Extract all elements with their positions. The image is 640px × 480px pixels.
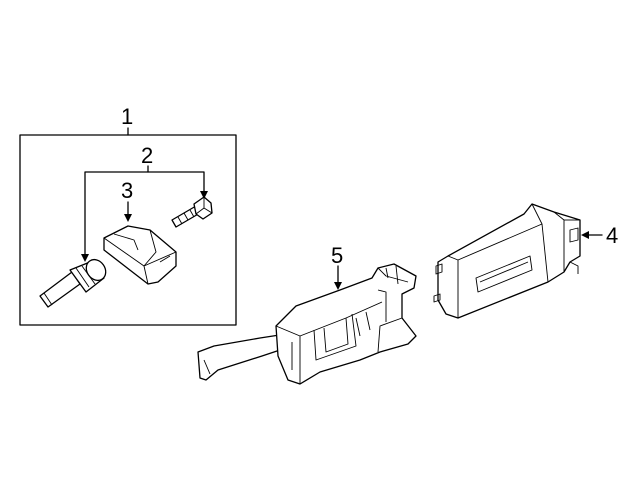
tpms-sensor [103,225,177,285]
callout-4[interactable]: 4 [606,223,618,248]
callout-2[interactable]: 2 [141,143,153,168]
callout-5[interactable]: 5 [331,243,343,268]
bolt [171,196,213,228]
leader-3 [124,201,132,222]
control-module [433,203,581,319]
callout-1[interactable]: 1 [121,104,133,129]
leader-5 [334,265,342,290]
valve-stem [39,258,107,308]
leader-2 [81,165,208,262]
bracket [197,263,417,385]
leader-4 [581,231,603,239]
callout-3[interactable]: 3 [121,178,133,203]
